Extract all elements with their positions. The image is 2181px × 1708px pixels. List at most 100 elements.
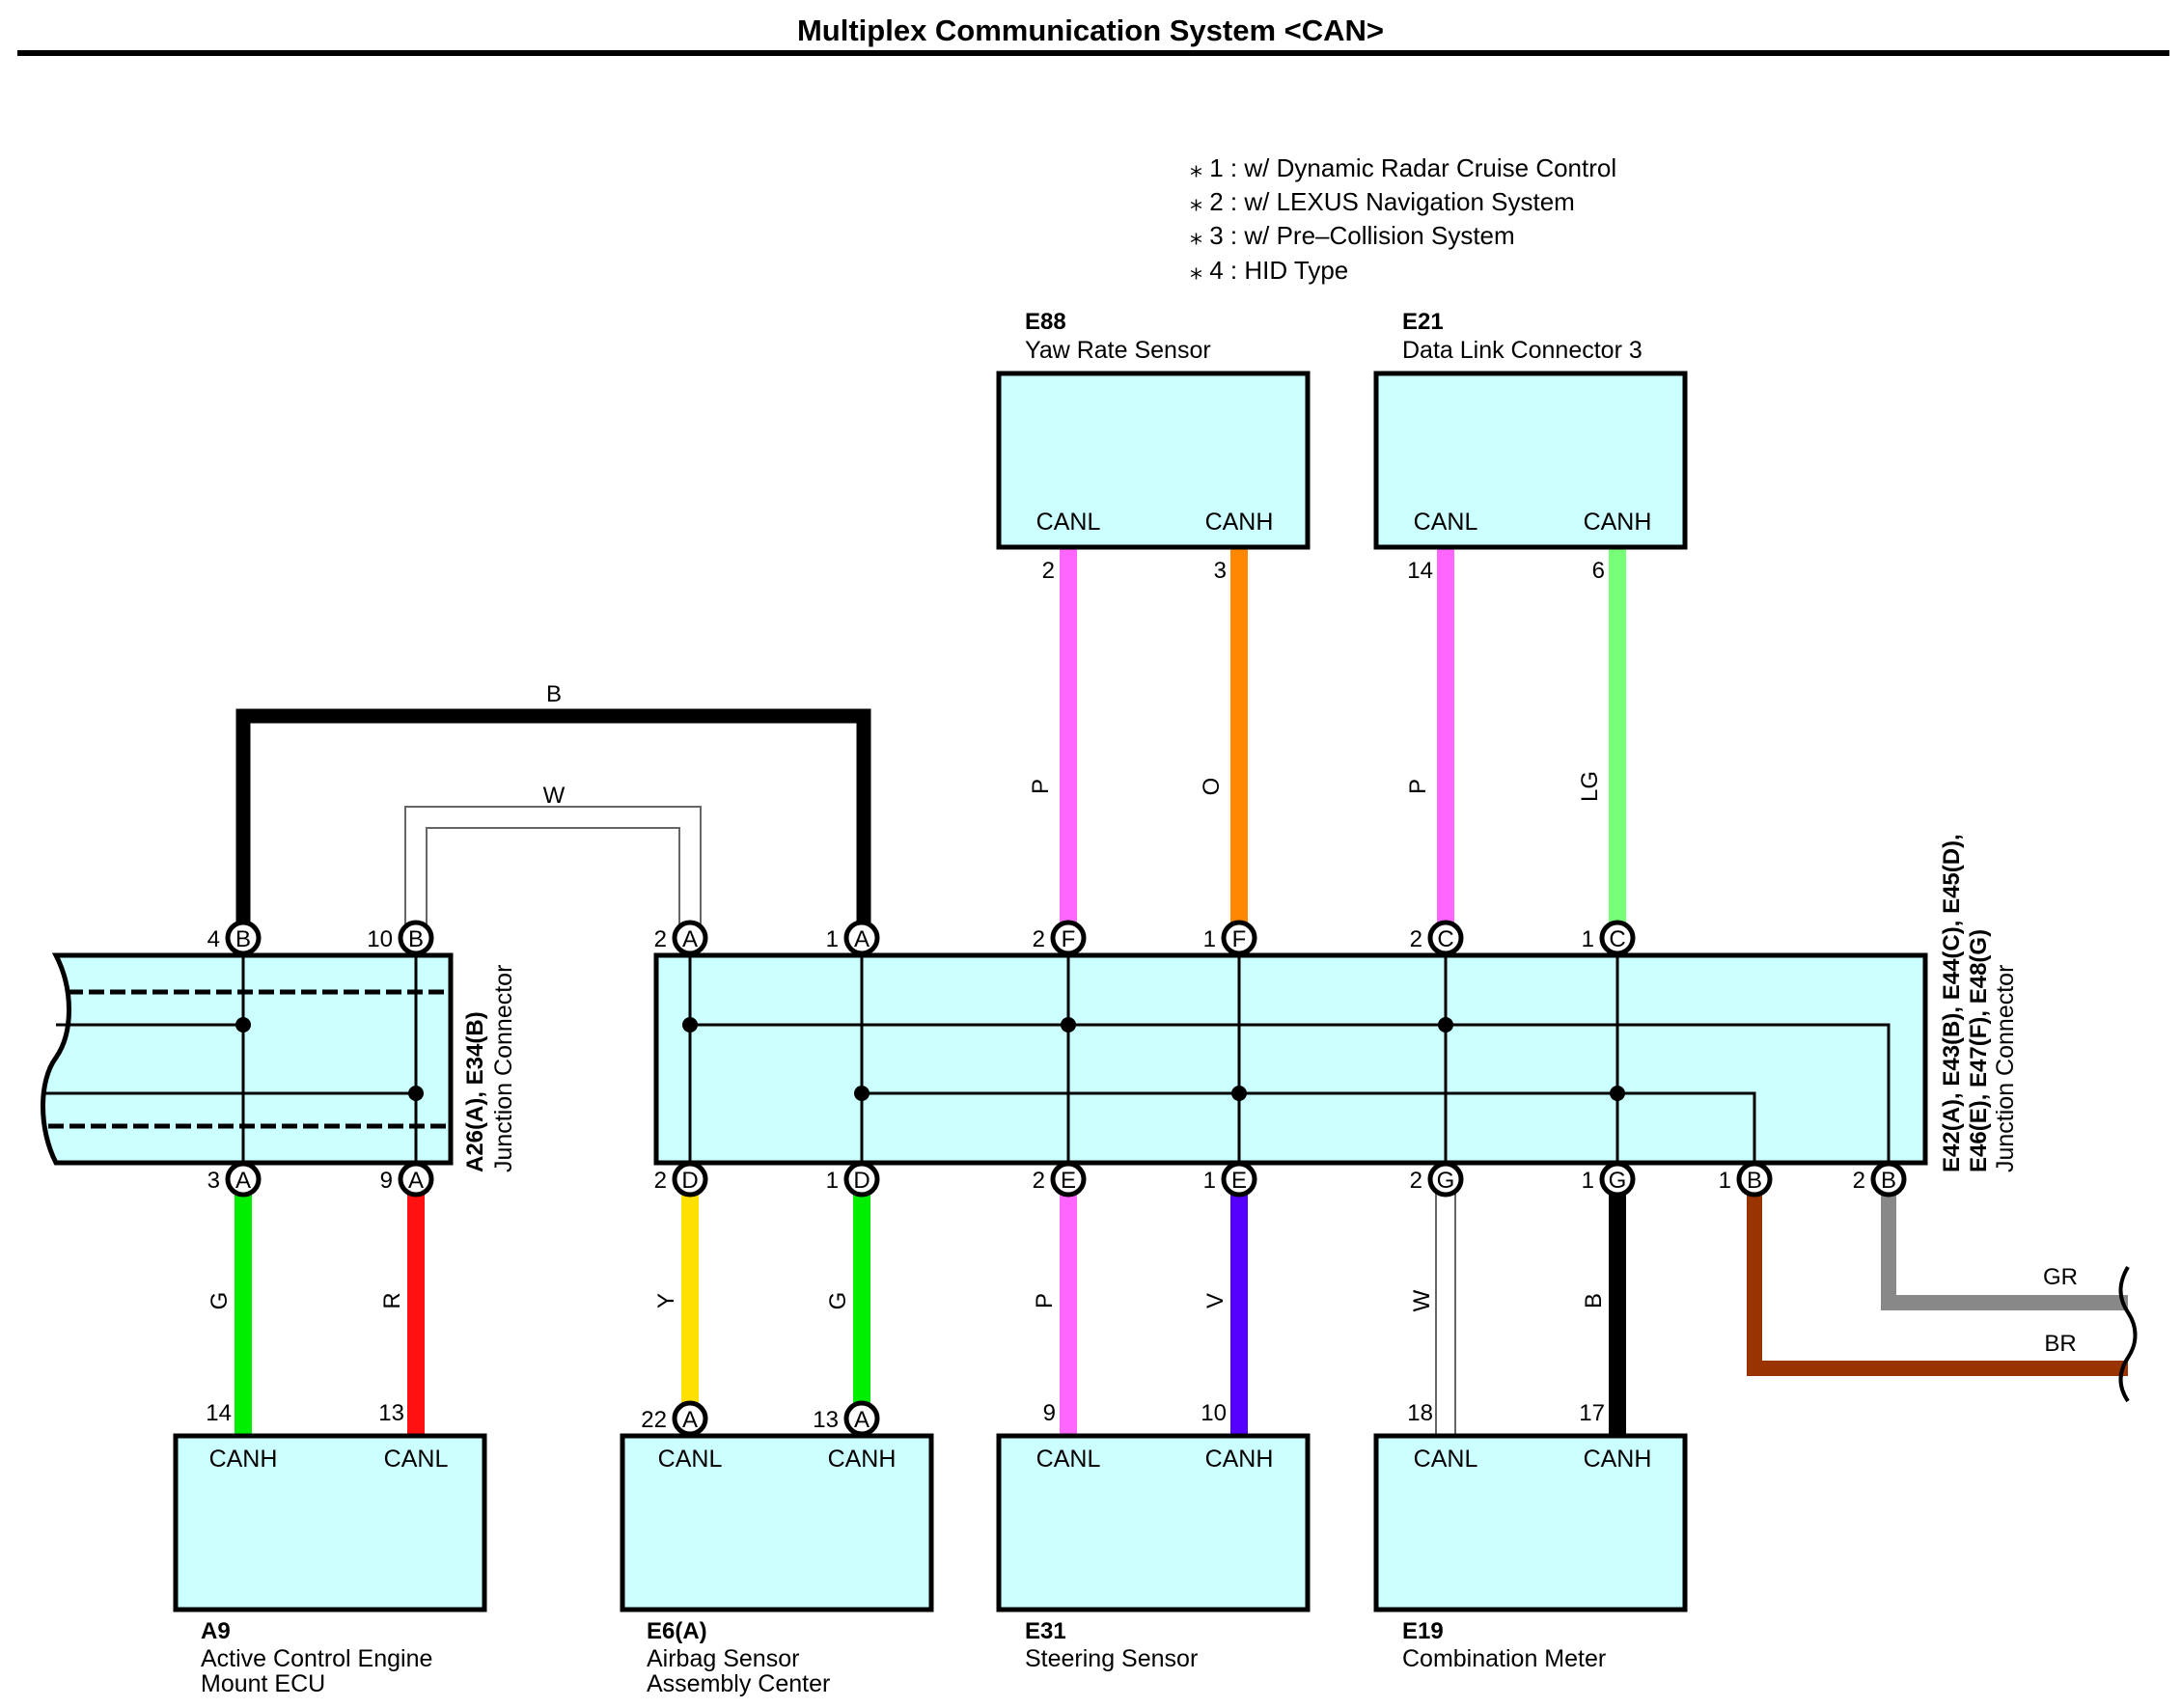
pin-letter: E <box>1231 1168 1247 1194</box>
junction-right-code-line1: E42(A), E43(B), E44(C), E45(D), <box>1939 834 1965 1172</box>
pin-circle <box>1050 1161 1087 1198</box>
junction-right-bus-canl <box>690 1023 1891 1163</box>
component-e19: CANL CANH 18 17 E19 Combination Meter <box>1373 1400 1688 1672</box>
wire-label-e31-canh: V <box>1202 1293 1229 1309</box>
pin-number: 1 <box>1203 926 1216 952</box>
wire-out-gr <box>1881 1179 2128 1310</box>
pin-number: 13 <box>813 1407 839 1433</box>
splice-dot <box>1061 1017 1076 1033</box>
pin-circle <box>225 1161 262 1198</box>
junction-pin: A 9 <box>380 1161 434 1198</box>
component-e6: CANL CANH A 22 A 13 E6(A) Airbag Sensor … <box>620 1400 934 1697</box>
pin-number: 1 <box>1582 926 1594 952</box>
pin-circle <box>1599 920 1636 956</box>
wire-label-bridge-w: W <box>543 783 566 809</box>
wire-bridge-b <box>235 708 871 938</box>
wire-label-a9-canl: R <box>379 1292 405 1309</box>
pin-letter: E <box>1061 1168 1076 1194</box>
pin-circle <box>843 920 880 956</box>
junction-pin: E 2 <box>1033 1161 1087 1198</box>
junction-pin: F 2 <box>1033 920 1087 956</box>
legend-item-4: ⁎ 4 : HID Type <box>1190 256 1348 285</box>
pin-circle <box>672 1400 708 1437</box>
pin-label: CANL <box>1036 509 1101 536</box>
legend-item-2: ⁎ 2 : w/ LEXUS Navigation System <box>1190 187 1575 216</box>
wire-e19-canl <box>1435 1178 1456 1437</box>
component-code: E6(A) <box>647 1618 707 1644</box>
component-name: Mount ECU <box>201 1670 325 1697</box>
junction-right-bus-canh <box>862 1091 1756 1163</box>
wire-label-bridge-b: B <box>546 681 562 707</box>
wire-label-e88-canh: O <box>1199 778 1225 796</box>
junction-pin: F 1 <box>1203 920 1257 956</box>
component-box <box>1373 1433 1688 1612</box>
junction-pin: E 1 <box>1203 1161 1257 1198</box>
pin-letter: D <box>681 1168 698 1194</box>
junction-left-code: A26(A), E34(B) <box>462 1011 488 1172</box>
pin-circle <box>1427 920 1464 956</box>
pin-label: CANH <box>1584 1446 1652 1473</box>
pin-label: CANH <box>1205 509 1274 536</box>
pin-letter: D <box>853 1168 870 1194</box>
splice-dot <box>1438 1017 1453 1033</box>
junction-connector-left: A26(A), E34(B) Junction Connector <box>41 952 517 1172</box>
component-code: E21 <box>1402 309 1444 335</box>
junction-right-name: Junction Connector <box>1992 965 2019 1172</box>
pin-letter: B <box>235 926 251 952</box>
pin-circle <box>1221 920 1257 956</box>
pin-circle <box>1050 920 1087 956</box>
pin-number: 2 <box>654 926 667 952</box>
junction-pin: C 2 <box>1410 920 1464 956</box>
component-name: Assembly Center <box>647 1670 830 1697</box>
wire-label-out-gr: GR <box>2043 1264 2078 1290</box>
pin-label: CANL <box>1414 509 1478 536</box>
pin-circle <box>398 920 434 956</box>
component-box <box>996 1433 1311 1612</box>
legend-item-3: ⁎ 3 : w/ Pre–Collision System <box>1190 221 1515 250</box>
wire-label-e19-canl: W <box>1409 1289 1435 1311</box>
pin-letter: A <box>408 1168 424 1194</box>
pin-label: CANH <box>209 1446 278 1473</box>
splice-dot <box>682 1017 698 1033</box>
component-e88: E88 Yaw Rate Sensor CANL CANH 2 3 <box>996 309 1311 584</box>
pin-number: 2 <box>1410 926 1422 952</box>
pin-letter: B <box>408 926 424 952</box>
wire-label-a9-canh: G <box>207 1292 233 1310</box>
pin-number: 1 <box>826 926 839 952</box>
pin-letter: F <box>1232 926 1247 952</box>
component-name: Airbag Sensor <box>647 1645 799 1672</box>
wire-label-out-br: BR <box>2044 1331 2076 1357</box>
component-code: A9 <box>201 1618 231 1644</box>
junction-pin: D 2 <box>654 1161 708 1198</box>
pin-number: 2 <box>1033 926 1045 952</box>
pin-circle <box>1221 1161 1257 1198</box>
junction-pin: A 2 <box>654 920 708 956</box>
pin-circle <box>843 1161 880 1198</box>
pin-number: 4 <box>207 926 220 952</box>
component-name: Data Link Connector 3 <box>1402 337 1643 364</box>
pin-circle <box>1427 1161 1464 1198</box>
pin-number: 10 <box>1201 1400 1227 1426</box>
junction-left-body <box>41 952 454 1166</box>
pin-number: 1 <box>1719 1168 1731 1194</box>
pin-number: 6 <box>1592 558 1605 584</box>
junction-left-name: Junction Connector <box>490 965 517 1172</box>
pin-number: 14 <box>206 1400 232 1426</box>
pin-circle <box>672 1161 708 1198</box>
pin-number: 18 <box>1407 1400 1433 1426</box>
wire-bridge-w <box>404 806 702 938</box>
junction-pin: B 1 <box>1719 1161 1773 1198</box>
pin-label: CANH <box>1584 509 1652 536</box>
wire-label-e88-canl: P <box>1028 779 1054 794</box>
component-code: E19 <box>1402 1618 1444 1644</box>
pin-circle <box>843 1400 880 1437</box>
component-code: E88 <box>1025 309 1066 335</box>
pin-circle <box>225 920 262 956</box>
pin-label: CANL <box>384 1446 449 1473</box>
component-name: Yaw Rate Sensor <box>1025 337 1211 364</box>
pin-letter: B <box>1881 1168 1896 1194</box>
splice-dot <box>854 1086 870 1101</box>
pin-number: 14 <box>1407 558 1433 584</box>
component-code: E31 <box>1025 1618 1066 1644</box>
